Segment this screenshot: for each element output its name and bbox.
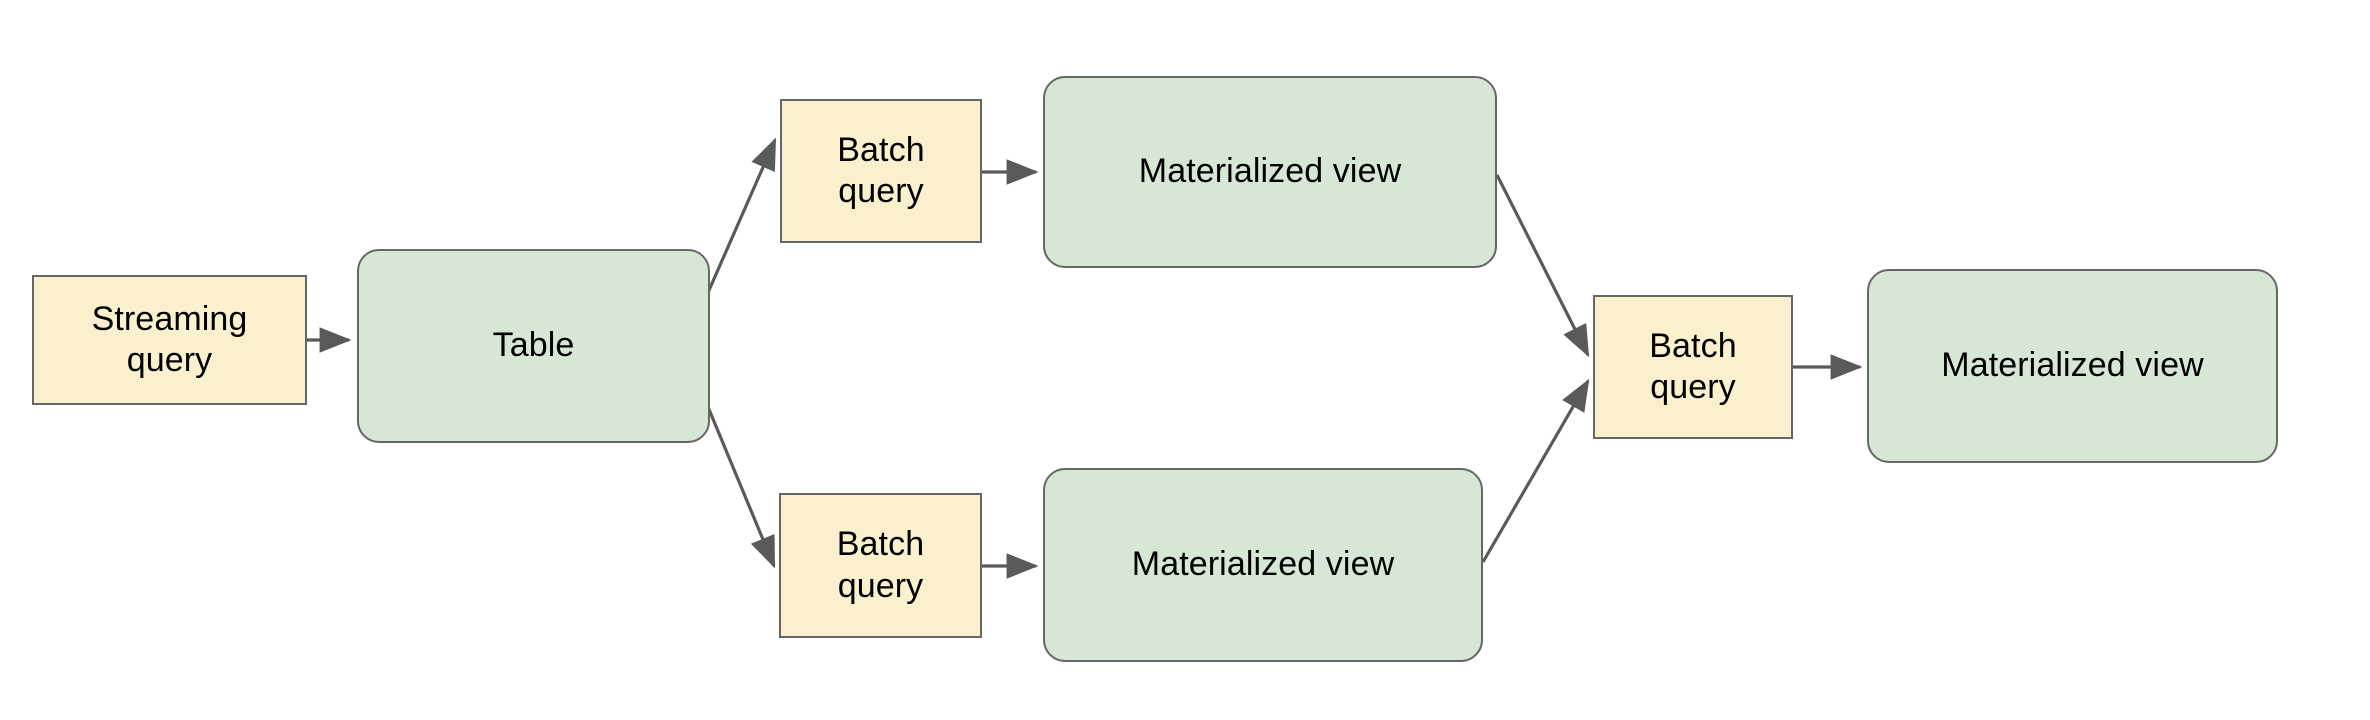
edge-mv-bot-to-merge: [1481, 378, 1590, 563]
node-materialized-view-bottom[interactable]: Materialized view: [1043, 468, 1483, 662]
node-label-batch-query-merge: Batch query: [1649, 326, 1737, 406]
edge-mv-top-to-merge: [1495, 174, 1590, 358]
node-label-batch-query-bottom: Batch query: [836, 525, 925, 605]
node-label-materialized-view-final: Materialized view: [1941, 346, 2204, 385]
node-materialized-view-final[interactable]: Materialized view: [1867, 269, 2278, 463]
node-streaming-query[interactable]: Streaming query: [32, 275, 307, 405]
node-label-streaming-query: Streaming query: [91, 299, 248, 379]
node-batch-query-bottom[interactable]: Batch query: [779, 493, 982, 638]
node-batch-query-merge[interactable]: Batch query: [1593, 295, 1793, 439]
node-label-materialized-view-top: Materialized view: [1138, 152, 1402, 191]
node-label-materialized-view-bottom: Materialized view: [1131, 545, 1395, 584]
node-batch-query-top[interactable]: Batch query: [780, 99, 982, 243]
node-label-table: Table: [492, 326, 575, 365]
node-materialized-view-top[interactable]: Materialized view: [1043, 76, 1497, 268]
node-table[interactable]: Table: [357, 249, 710, 443]
node-label-batch-query-top: Batch query: [837, 130, 925, 210]
